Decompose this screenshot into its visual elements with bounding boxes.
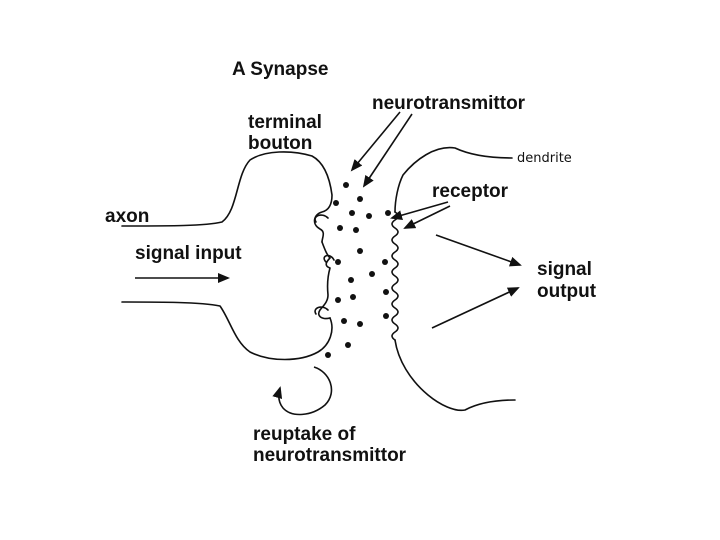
neurotransmitter-molecules [325,182,391,358]
label-signal-input: signal input [135,243,242,264]
neurotransmitter-dot [385,210,391,216]
label-reuptake-neurotransmitter: neurotransmittor [253,445,407,466]
label-axon: axon [105,206,149,227]
presynaptic-membrane-top [121,151,333,243]
neurotransmitter-dot [335,259,341,265]
neurotransmitter-dot [357,321,363,327]
label-signal: signal [537,259,592,280]
neurotransmitter-dot [382,259,388,265]
vesicle-pocket-2 [323,254,335,263]
neurotransmitter-dot [343,182,349,188]
label-bouton: bouton [248,133,312,154]
arrow-receptor-1 [390,201,449,221]
neurotransmitter-dot [341,318,347,324]
label-terminal: terminal [248,112,322,133]
neurotransmitter-dot [337,225,343,231]
neurotransmitter-dot [383,289,389,295]
neurotransmitter-dot [333,200,339,206]
label-output: output [537,281,597,302]
presynaptic-membrane-bottom [121,301,333,361]
presynaptic-membrane-middle [317,241,331,320]
label-receptor: receptor [432,181,509,202]
neurotransmitter-dot [349,210,355,216]
neurotransmitter-dot [369,271,375,277]
neurotransmitter-dot [348,277,354,283]
diagram-title: A Synapse [232,59,328,80]
arrow-signal-output-2 [431,287,520,329]
label-neurotransmitter: neurotransmittor [372,93,526,114]
arrow-neurotransmitter-1 [350,111,401,172]
arrow-signal-output-1 [435,234,522,267]
arrow-receptor-2 [403,205,451,229]
arrow-reuptake [272,366,333,416]
label-reuptake: reuptake of [253,424,356,445]
vesicle-pocket-3 [314,306,329,315]
vesicle-pocket-1 [314,214,329,223]
receptor-wavy-membrane [391,211,399,341]
neurotransmitter-dot [345,342,351,348]
neurotransmitter-dot [383,313,389,319]
postsynaptic-membrane-bottom [394,339,516,412]
arrow-neurotransmitter-2 [362,113,413,188]
neurotransmitter-dot [350,294,356,300]
neurotransmitter-dot [357,196,363,202]
label-dendrite: dendrite [517,151,572,166]
neurotransmitter-dot [366,213,372,219]
neurotransmitter-dot [335,297,341,303]
neurotransmitter-dot [357,248,363,254]
postsynaptic-membrane-top [394,146,513,213]
neurotransmitter-dot [325,352,331,358]
neurotransmitter-dot [353,227,359,233]
